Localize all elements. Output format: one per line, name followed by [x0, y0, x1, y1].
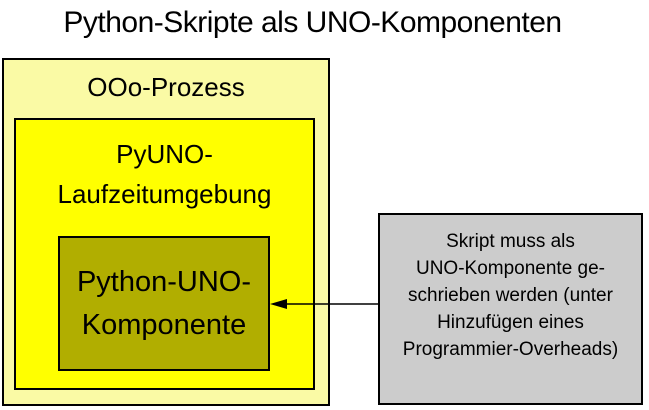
note-text: Skript muss als UNO-Komponente ge- schri…: [380, 228, 641, 363]
python-uno-component-label-line2: Komponente: [81, 308, 247, 341]
python-uno-component-label-line1: Python-UNO-: [76, 265, 252, 298]
note-to-component-arrow: [270, 299, 379, 309]
ooo-process-label: OOo-Prozess: [87, 72, 245, 102]
pyuno-runtime-label-line2: Laufzeitumgebung: [57, 179, 272, 209]
arrowhead-icon: [270, 299, 287, 309]
pyuno-runtime-label: PyUNO- Laufzeitumgebung: [16, 134, 313, 214]
note-line: Hinzufügen eines: [437, 312, 584, 333]
python-uno-component-box: Python-UNO- Komponente: [58, 236, 270, 371]
note-box: Skript muss als UNO-Komponente ge- schri…: [378, 213, 643, 405]
note-line: schrieben werden (unter: [408, 285, 613, 306]
note-line: Programmier-Overheads): [402, 339, 619, 360]
pyuno-runtime-label-line1: PyUNO-: [116, 139, 213, 169]
note-line: UNO-Komponente ge-: [415, 258, 606, 279]
python-uno-component-label: Python-UNO- Komponente: [77, 261, 251, 347]
page-title: Python-Skripte als UNO-Komponenten: [63, 6, 562, 39]
note-line: Skript muss als: [446, 231, 575, 252]
